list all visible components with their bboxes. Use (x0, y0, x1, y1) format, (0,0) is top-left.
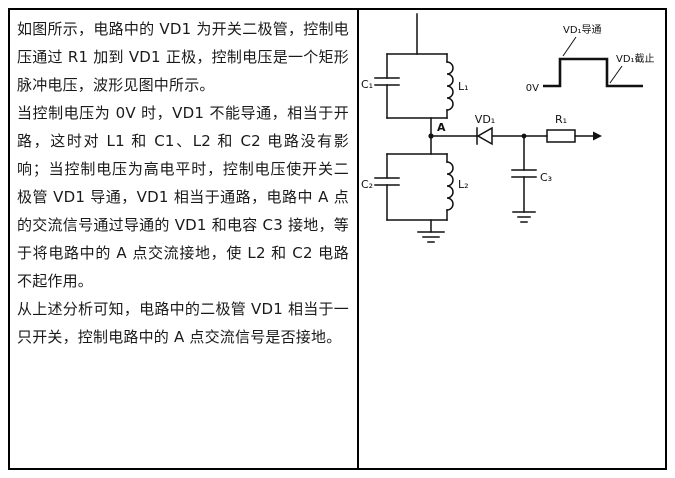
ground-symbol-left (417, 219, 445, 243)
zero-volt-label: 0V (526, 83, 539, 94)
ground-symbol-right (512, 211, 536, 223)
r1-label: R₁ (555, 113, 567, 126)
output-arrowhead (593, 131, 602, 141)
content-table: 如图所示，电路中的 VD1 为开关二极管，控制电压通过 R1 加到 VD1 正极… (8, 8, 667, 470)
paragraph-intro: 如图所示，电路中的 VD1 为开关二极管，控制电压通过 R1 加到 VD1 正极… (17, 20, 349, 94)
c3-junction-dot (521, 133, 527, 139)
lc-tank-1 (374, 53, 454, 119)
diagram-cell: C₁ L₁ A VD₁ R₁ C₂ L₂ C₃ VD₁导通 VD₁截止 0V (359, 10, 665, 468)
resistor-r1-symbol (546, 129, 576, 143)
vd1-on-label: VD₁导通 (563, 24, 602, 36)
circuit-diagram: C₁ L₁ A VD₁ R₁ C₂ L₂ C₃ VD₁导通 VD₁截止 0V (361, 13, 655, 243)
paragraph-analysis: 当控制电压为 0V 时，VD1 不能导通，相当于开路，这时对 L1 和 C1、L… (17, 104, 349, 290)
text-cell: 如图所示，电路中的 VD1 为开关二极管，控制电压通过 R1 加到 VD1 正极… (10, 10, 359, 468)
capacitor-c3-symbol (511, 135, 537, 213)
l2-label: L₂ (458, 178, 469, 191)
l1-label: L₁ (458, 80, 469, 93)
c2-label: C₂ (361, 178, 373, 191)
diode-vd1-triangle (476, 126, 493, 146)
capacitor-c1-symbol (374, 53, 400, 119)
paragraph-conclusion: 从上述分析可知，电路中的二极管 VD1 相当于一只开关，控制电路中的 A 点交流… (17, 300, 349, 346)
c1-label: C₁ (361, 78, 373, 91)
inductor-l2-symbol (446, 153, 454, 221)
capacitor-c2-symbol (374, 153, 400, 221)
inductor-l1-symbol (446, 53, 454, 119)
control-pulse-waveform (543, 36, 643, 88)
c3-label: C₃ (540, 171, 552, 184)
vd1-label: VD₁ (475, 113, 495, 126)
lc-tank-2 (374, 153, 454, 221)
on-leader-line (562, 36, 577, 57)
node-a-label: A (437, 121, 446, 134)
off-leader-line (609, 65, 623, 84)
node-a-dot (428, 133, 434, 139)
vd1-off-label: VD₁截止 (616, 52, 655, 65)
